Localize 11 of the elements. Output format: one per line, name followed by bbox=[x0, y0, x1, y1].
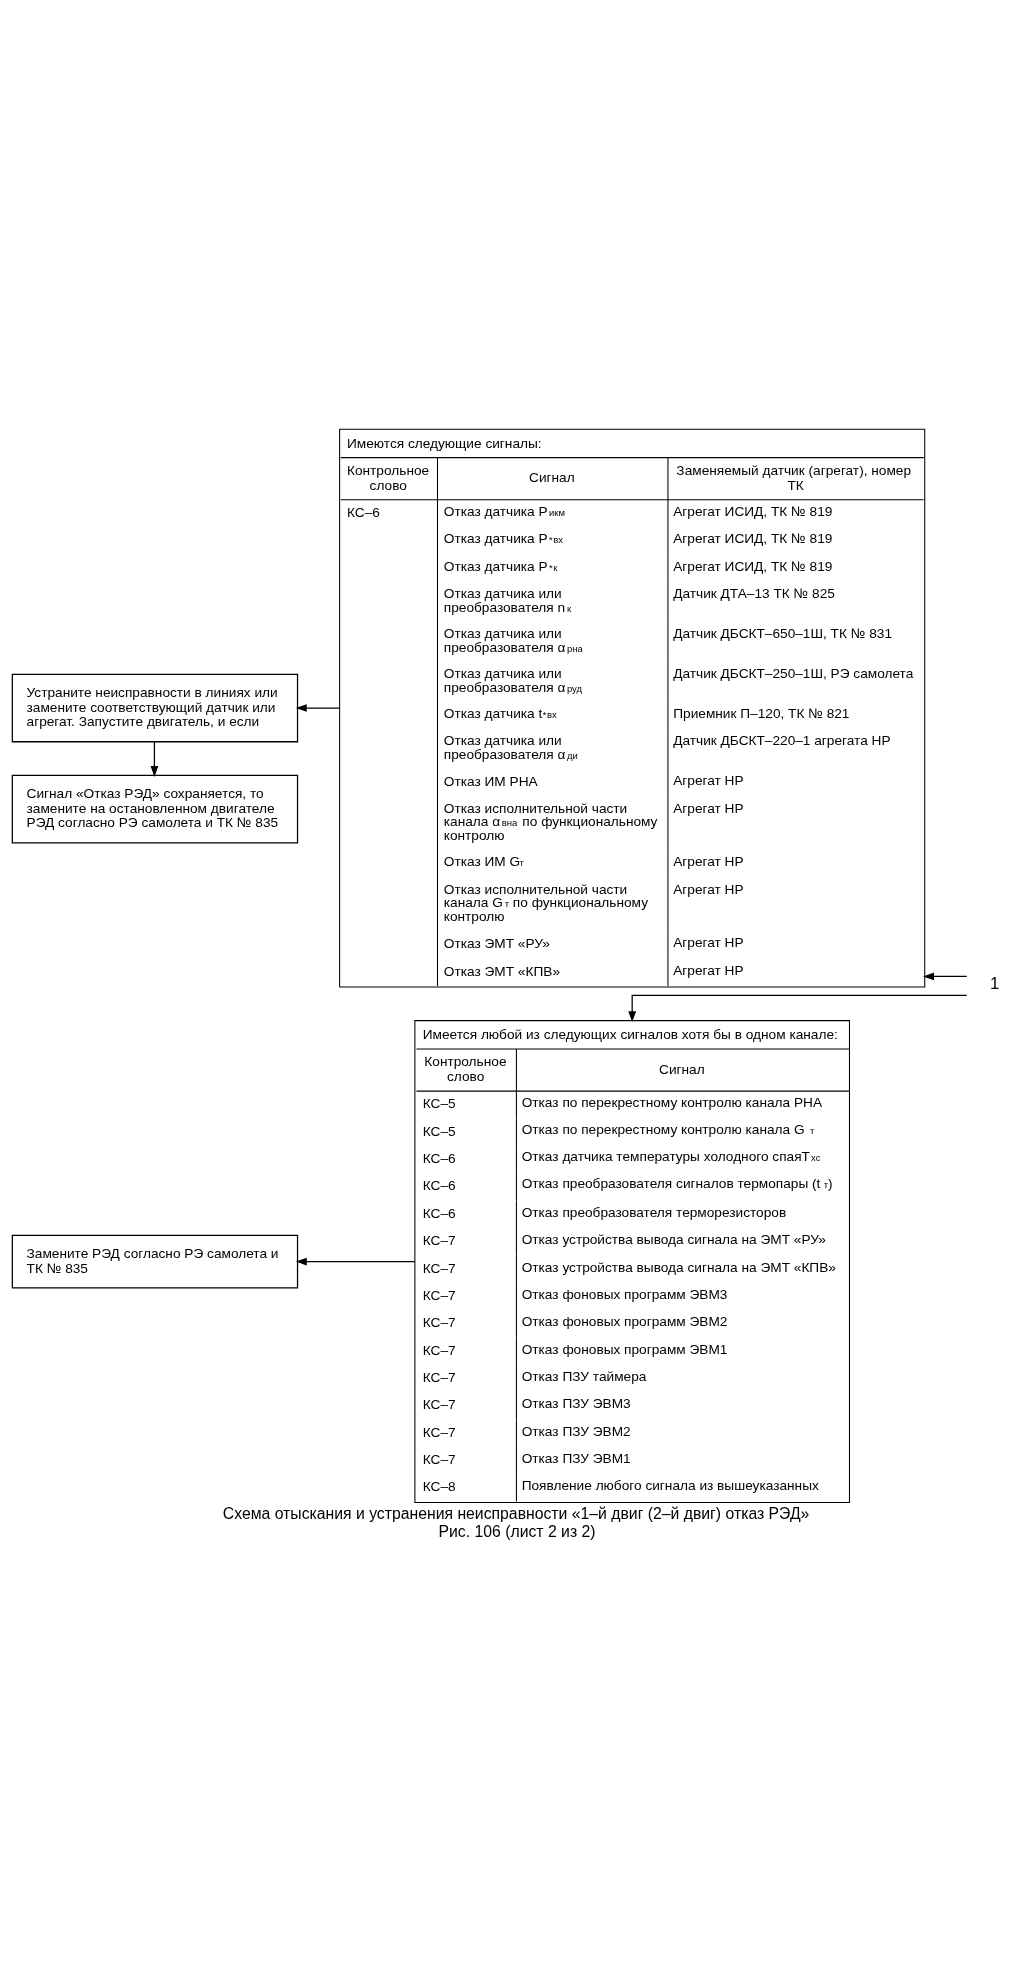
node-text: 1 bbox=[989, 973, 1000, 993]
diagram-title: Схема отыскания и устранения неисправности «1–й двиг (2–й двиг) отказ РЭД» bbox=[222, 1505, 810, 1523]
arrow bbox=[628, 994, 968, 1023]
arrow bbox=[295, 1257, 416, 1266]
node-box: Замените РЭД согласно РЭ самолета и ТК № 835 bbox=[11, 1234, 299, 1289]
node-box: Устраните неисправности в линиях или замените соответствующий датчик или агрегат. Запустите двигатель, и если bbox=[11, 673, 299, 743]
arrow bbox=[150, 741, 159, 777]
arrow bbox=[923, 972, 968, 981]
arrow bbox=[295, 704, 341, 712]
caption: Рис. 106 (лист 2 из 2) bbox=[438, 1523, 596, 1541]
node-box: Сигнал «Отказ РЭД» сохраняется, то замените на остановленном двигателе РЭД согласно РЭ самолета и ТК № 835 bbox=[11, 774, 299, 844]
